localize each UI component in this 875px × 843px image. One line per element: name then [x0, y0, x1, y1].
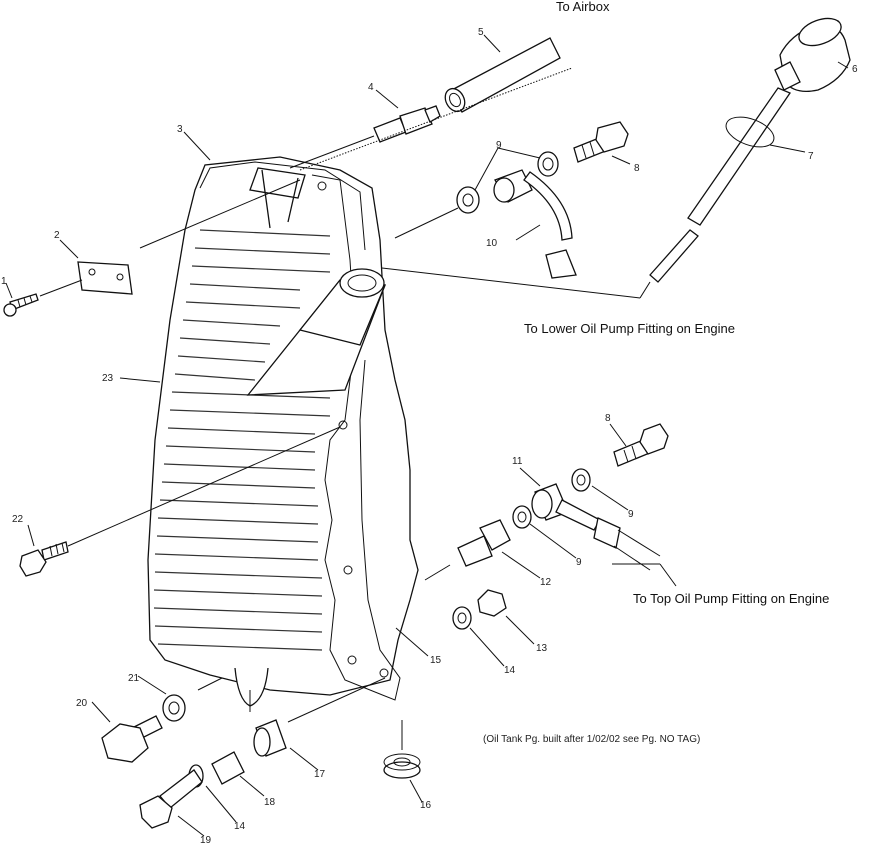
bolt-part-19: [139, 769, 203, 829]
callout-14-bottom: 14: [234, 821, 246, 832]
bracket-part-3: [249, 167, 306, 229]
callout-11: 11: [512, 456, 523, 467]
oil-tank: [147, 156, 419, 707]
callout-3: 3: [177, 124, 183, 135]
washers-part-9-lower: [512, 468, 591, 529]
grommet-part-17: [253, 719, 287, 757]
leader-lines: [39, 67, 651, 750]
callout-ticks: [5, 34, 849, 837]
callout-9-top: 9: [496, 140, 502, 151]
caption-to-airbox: To Airbox: [556, 0, 610, 14]
screw-part-1: [3, 293, 39, 317]
callout-1: 1: [1, 276, 7, 287]
callout-numbers: 1 2 3 4 5 6 7 8 9 10 23 22 8 11 9 9 12 1…: [1, 27, 858, 843]
callout-9-mid: 9: [628, 509, 634, 520]
callout-6: 6: [852, 64, 858, 75]
nut-part-13: [477, 589, 507, 617]
callout-9-low: 9: [576, 557, 582, 568]
sleeve-part-18: [211, 751, 245, 785]
tank-ribs: [153, 229, 331, 651]
callout-19: 19: [200, 835, 212, 843]
washers-part-9-top: [456, 151, 559, 214]
callout-21: 21: [128, 673, 140, 684]
callout-8-lower: 8: [605, 413, 611, 424]
bolt-part-20: [101, 715, 163, 763]
callout-10: 10: [486, 238, 498, 249]
callout-14-mid: 14: [504, 665, 516, 676]
caption-to-top-oil-pump: To Top Oil Pump Fitting on Engine: [633, 591, 829, 606]
callout-12: 12: [540, 577, 552, 588]
callout-8-top: 8: [634, 163, 640, 174]
callout-2: 2: [54, 230, 60, 241]
fitting-part-11: [531, 483, 661, 571]
callout-7: 7: [808, 151, 814, 162]
callout-16: 16: [420, 800, 432, 811]
washer-part-21: [162, 694, 186, 722]
bolt-part-22: [19, 541, 69, 577]
filler-neck: [246, 268, 386, 396]
hose-part-5: [444, 37, 561, 113]
callout-22: 22: [12, 514, 24, 525]
grommet-part-16: [383, 753, 421, 779]
washer-part-14-mid: [452, 606, 472, 630]
bolt-part-8-lower: [613, 423, 669, 467]
dipstick-part-7: [649, 87, 791, 283]
plate-part-2: [77, 261, 133, 295]
callout-20: 20: [76, 698, 88, 709]
callout-17: 17: [314, 769, 326, 780]
sensor-part-12: [457, 519, 511, 567]
callout-4: 4: [368, 82, 374, 93]
caption-to-lower-oil-pump: To Lower Oil Pump Fitting on Engine: [524, 321, 735, 336]
callout-15: 15: [430, 655, 442, 666]
caption-oil-tank-note: (Oil Tank Pg. built after 1/02/02 see Pg…: [483, 734, 700, 745]
fitting-part-4: [373, 105, 441, 143]
cap-part-6: [774, 17, 851, 93]
callout-23: 23: [102, 373, 114, 384]
callout-13: 13: [536, 643, 548, 654]
bolt-part-8-top: [573, 121, 629, 163]
banjo-fitting-part-10: [493, 169, 577, 279]
callout-18: 18: [264, 797, 276, 808]
callout-5: 5: [478, 27, 484, 38]
